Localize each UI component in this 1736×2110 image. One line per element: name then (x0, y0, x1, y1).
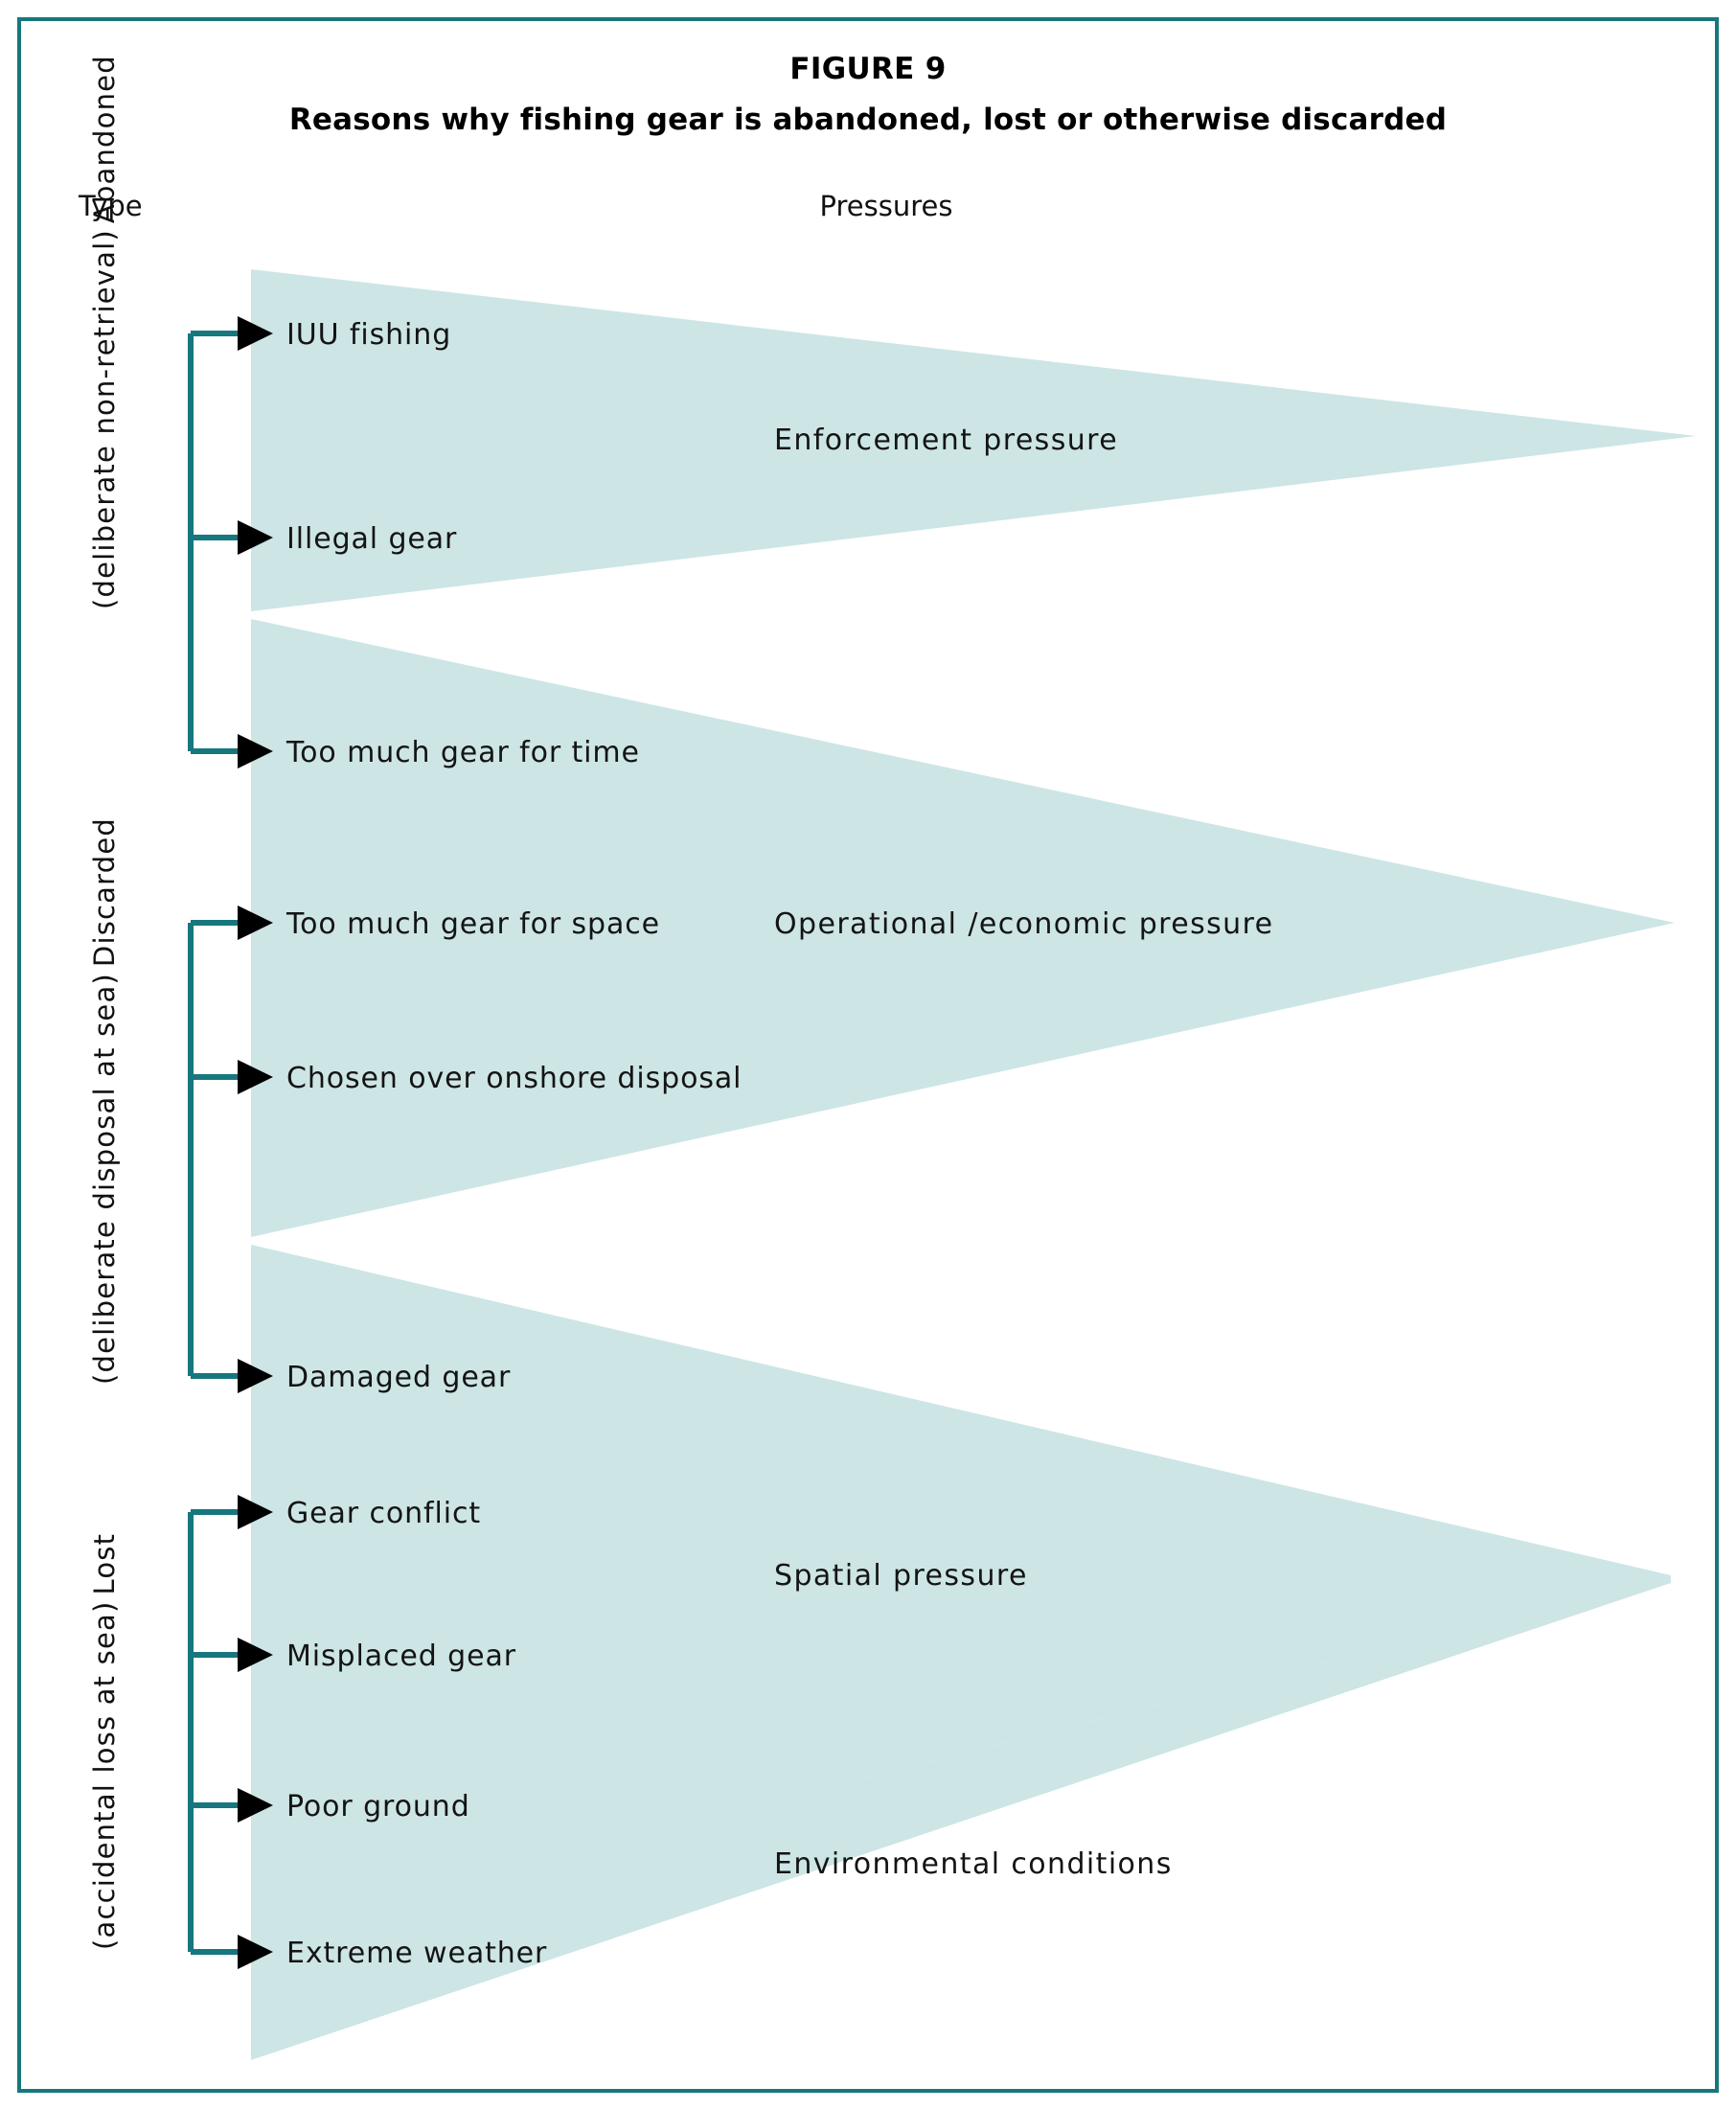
reason-too-much-gear-for-space: Too much gear for space (286, 907, 661, 941)
type-label-discarded-name: Discarded (88, 816, 121, 968)
reason-poor-ground: Poor ground (286, 1790, 470, 1823)
type-label-lost-name: Lost (88, 1532, 121, 1595)
type-label-discarded: Discarded (deliberate disposal at sea) (88, 817, 121, 1385)
reason-iuu-fishing: IUU fishing (286, 318, 452, 352)
connector-group-lost (188, 1495, 273, 1969)
type-label-abandoned-qualifier: (deliberate non-retrieval) (88, 229, 121, 609)
pressure-label-environmental-conditions: Environmental conditions (774, 1847, 1173, 1881)
type-label-abandoned: Abandoned (deliberate non-retrieval) (88, 55, 121, 609)
arrow-head-icon (238, 316, 273, 351)
pressure-wedge-operational (251, 619, 1675, 1237)
pressure-wedge-enforcement (251, 269, 1696, 611)
arrow-head-icon (238, 1638, 273, 1672)
arrow-head-icon (238, 906, 273, 940)
connector-group-abandoned (188, 316, 273, 768)
pressure-wedge-spatial (251, 1245, 1671, 1786)
reason-illegal-gear: Illegal gear (286, 522, 458, 556)
reason-extreme-weather: Extreme weather (286, 1937, 548, 1970)
type-label-abandoned-name: Abandoned (88, 55, 121, 224)
arrow-head-icon (238, 520, 273, 555)
arrow-head-icon (238, 1359, 273, 1393)
page-title: Reasons why fishing gear is abandoned, l… (288, 103, 1448, 137)
type-label-lost: Lost (accidental loss at sea) (88, 1533, 121, 1950)
arrow-head-icon (238, 734, 273, 768)
pressure-wedge-environmental (251, 1575, 1671, 2060)
column-header-pressures: Pressures (819, 190, 953, 222)
pressure-label-spatial: Spatial pressure (774, 1559, 1028, 1593)
arrow-head-icon (238, 1935, 273, 1969)
reason-too-much-gear-for-time: Too much gear for time (286, 736, 640, 769)
pressure-label-operational-economic: Operational /economic pressure (774, 907, 1274, 941)
arrow-head-icon (238, 1495, 273, 1529)
pressure-label-enforcement: Enforcement pressure (774, 424, 1119, 457)
reason-gear-conflict: Gear conflict (286, 1497, 482, 1530)
connector-group-discarded (188, 906, 273, 1393)
type-label-lost-qualifier: (accidental loss at sea) (88, 1600, 121, 1950)
reason-damaged-gear: Damaged gear (286, 1361, 512, 1394)
figure-number: FIGURE 9 (789, 52, 947, 86)
arrow-head-icon (238, 1788, 273, 1823)
column-header-type: Type (79, 190, 143, 222)
arrow-head-icon (238, 1060, 273, 1094)
reason-misplaced-gear: Misplaced gear (286, 1640, 516, 1673)
type-label-discarded-qualifier: (deliberate disposal at sea) (88, 973, 121, 1385)
pressure-wedge-lower-fill (251, 1245, 833, 2060)
reason-chosen-over-onshore-disposal: Chosen over onshore disposal (286, 1062, 742, 1095)
